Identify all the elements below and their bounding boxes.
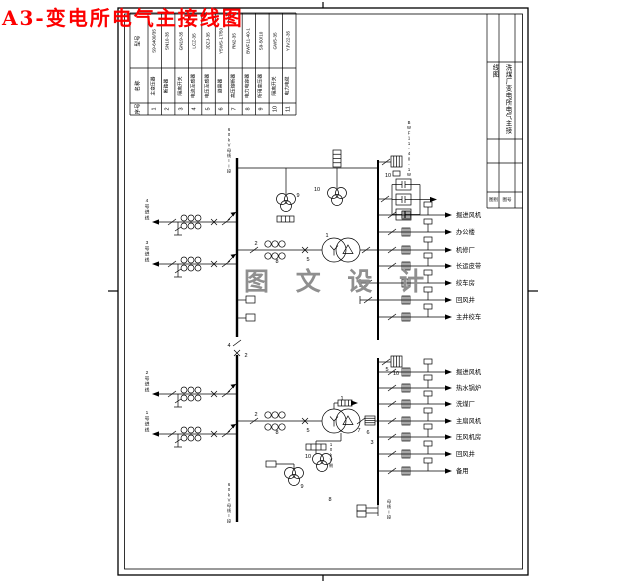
feeder-label: 长运皮带 [456,261,481,270]
device-tag: 2 [254,241,257,247]
device-tag: 10 [393,371,399,377]
feeder-label: 掘进风机 [456,367,482,376]
device-tag: 2 [244,353,247,359]
device-tag: 10 [314,187,320,193]
feeder-label: 回风井 [456,449,475,458]
feeder-label: 绞车房 [456,278,475,287]
feeder-label: 掘进风机 [456,210,482,219]
device-tag: 1 [325,233,328,239]
device-tag: 10 [385,173,391,179]
feeder-label: 洗煤厂 [456,399,475,408]
device-tag: 8 [275,430,278,436]
device-tag: 5 [306,257,309,263]
device-tag: 9 [296,193,299,199]
page-title: A3-变电所电气主接线图 [2,6,244,30]
feeder-label: 机修厂 [456,245,475,254]
feeder-label: 主井绞车 [456,312,481,321]
device-tag: 6 [366,430,369,436]
title-block-cell-b: 图号 [502,197,512,202]
device-tag: 2 [254,412,257,418]
device-tag: 8 [275,259,278,265]
device-tag: 9 [300,484,303,490]
watermark: 图 文 设 计 [244,267,434,296]
device-tag: 10 [305,454,311,460]
feeder-label: 热水锅炉 [456,383,481,392]
title-block-cell-a: 图别 [489,197,498,202]
device-tag: 8 [328,497,331,503]
feeder-label: 备用 [456,466,469,475]
feeder-label: 压风机房 [456,432,481,441]
device-tag: 7 [357,428,360,434]
title-block-project-title: 洗煤厂变电所电气主接线图 [491,64,511,134]
feeder-label: 办公楼 [456,227,476,236]
device-tag: 1 [340,396,343,402]
device-tag: 5 [385,367,388,373]
device-tag: 5 [306,428,309,434]
feeder-label: 主扇风机 [456,416,482,425]
feeder-label: 回风井 [456,295,475,304]
device-tag: 4 [227,343,230,349]
device-tag: 3 [370,440,373,446]
